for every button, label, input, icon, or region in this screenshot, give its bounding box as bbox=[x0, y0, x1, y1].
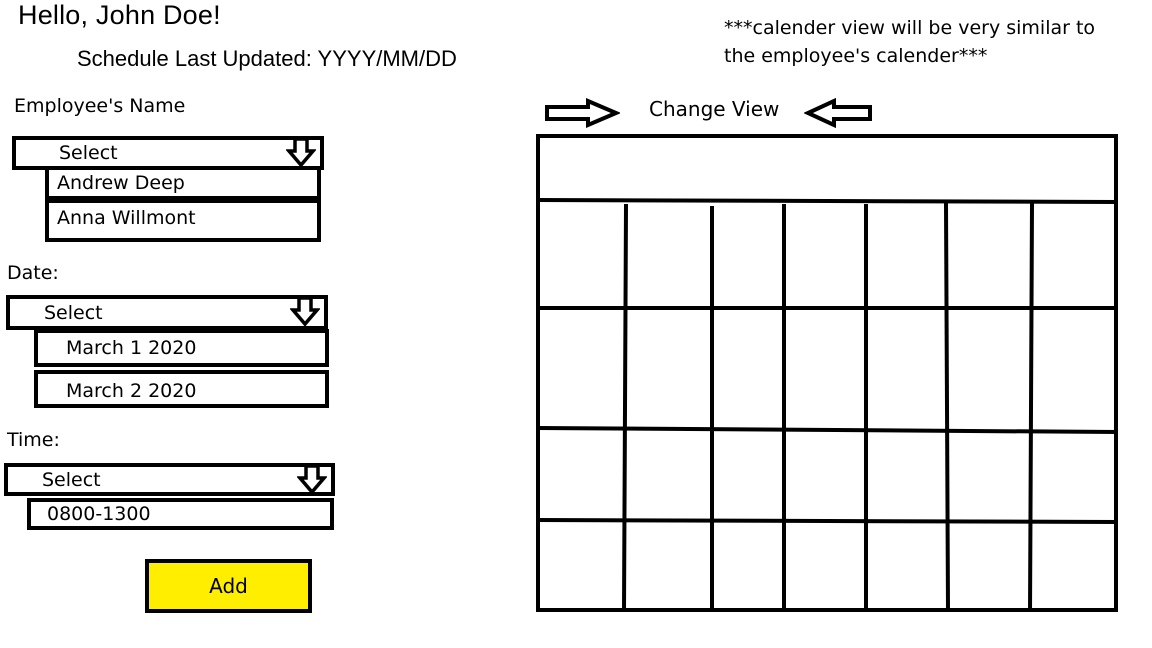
calendar-grid bbox=[536, 134, 1118, 612]
schedule-last-updated: Schedule Last Updated: YYYY/MM/DD bbox=[77, 46, 457, 71]
arrow-down-icon bbox=[286, 137, 316, 168]
time-select[interactable]: Select bbox=[4, 463, 335, 496]
date-option-2[interactable]: March 2 2020 bbox=[34, 370, 329, 408]
arrow-right-outline-icon[interactable] bbox=[544, 98, 620, 128]
calendar-note-line1: ***calender view will be very similar to bbox=[724, 17, 1096, 39]
employee-select-label: Select bbox=[59, 142, 118, 164]
calendar-note: ***calender view will be very similar to… bbox=[724, 14, 1144, 70]
calendar-col-line bbox=[943, 201, 951, 612]
calendar-header-divider bbox=[536, 197, 1118, 205]
date-select-label: Select bbox=[44, 301, 103, 324]
arrow-down-icon bbox=[297, 464, 327, 495]
change-view-label: Change View bbox=[649, 97, 780, 121]
date-option-label: March 2 2020 bbox=[66, 380, 197, 402]
time-option-1[interactable]: 0800-1300 bbox=[27, 498, 334, 530]
employee-option-label: Anna Willmont bbox=[57, 206, 196, 229]
calendar-frame bbox=[536, 134, 1118, 612]
employee-option-1[interactable]: Andrew Deep bbox=[45, 166, 321, 200]
calendar-row-line bbox=[536, 517, 1118, 525]
date-option-1[interactable]: March 1 2020 bbox=[34, 329, 329, 367]
calendar-col-line bbox=[1028, 201, 1035, 612]
arrow-down-icon bbox=[290, 296, 320, 327]
time-label: Time: bbox=[7, 429, 60, 451]
add-button-label: Add bbox=[209, 574, 248, 598]
greeting-title: Hello, John Doe! bbox=[18, 0, 221, 30]
employee-select[interactable]: Select bbox=[12, 136, 324, 170]
date-label: Date: bbox=[7, 262, 59, 284]
time-select-label: Select bbox=[42, 468, 101, 491]
arrow-left-outline-icon[interactable] bbox=[804, 98, 874, 128]
calendar-row-line bbox=[536, 425, 1118, 435]
add-button[interactable]: Add bbox=[145, 559, 312, 613]
employee-option-label: Andrew Deep bbox=[57, 172, 185, 194]
calendar-note-line2: the employee's calender*** bbox=[724, 45, 988, 67]
calendar-col-line bbox=[621, 203, 629, 612]
employee-option-2[interactable]: Anna Willmont bbox=[45, 199, 321, 242]
time-option-label: 0800-1300 bbox=[47, 503, 151, 525]
date-option-label: March 1 2020 bbox=[66, 337, 197, 359]
date-select[interactable]: Select bbox=[6, 295, 328, 330]
employee-name-label: Employee's Name bbox=[14, 95, 186, 117]
